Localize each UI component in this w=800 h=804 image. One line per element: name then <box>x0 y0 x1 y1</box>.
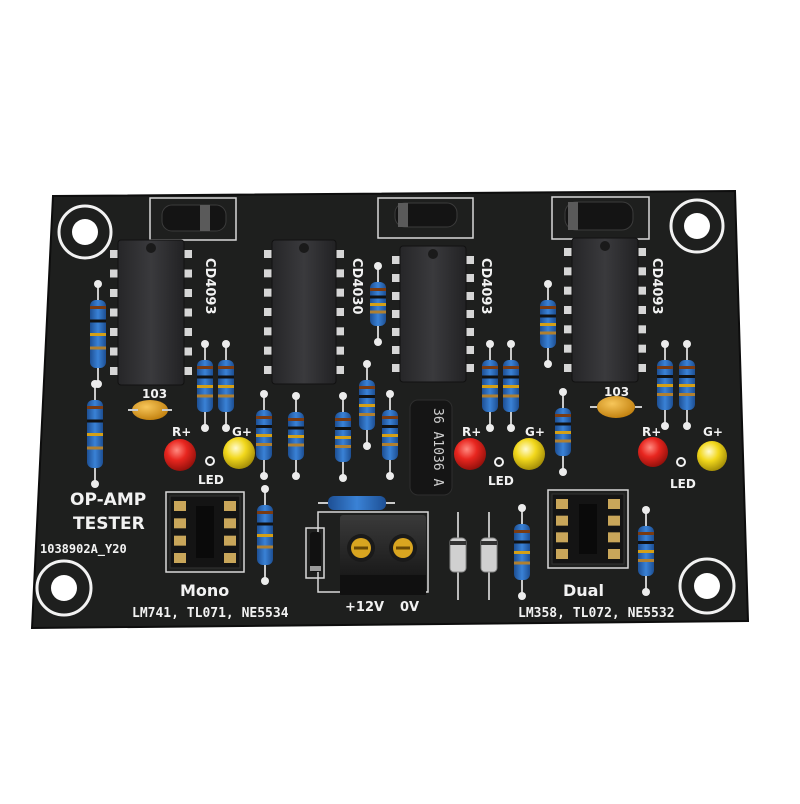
mounting-hole-bottom-left <box>35 559 93 617</box>
mounting-hole-top-left <box>57 204 113 260</box>
led-label-red: R+ <box>172 425 191 439</box>
cap-outline-1 <box>149 197 237 241</box>
resistor <box>197 340 213 432</box>
resistor <box>288 392 304 480</box>
diode <box>305 527 325 579</box>
diode <box>449 512 467 600</box>
yellow-led <box>697 441 727 471</box>
resistor <box>257 485 273 585</box>
resistor <box>657 340 673 430</box>
resistor <box>256 390 272 480</box>
resistor <box>87 380 103 488</box>
ceramic-capacitor <box>590 396 642 418</box>
board-serial: 1038902A_Y20 <box>40 542 127 557</box>
resistor <box>638 506 654 596</box>
power-label-positive: +12V <box>345 600 384 615</box>
capacitor-code: 103 <box>142 387 167 401</box>
chip-silk-label: CD4093 <box>649 258 664 315</box>
resistor <box>503 340 519 432</box>
led-label-red: R+ <box>462 425 481 439</box>
yellow-led <box>513 438 545 470</box>
electrolytic-capacitor <box>564 201 634 231</box>
ic-chip <box>264 239 344 385</box>
board-title-line1: OP-AMP <box>70 490 146 510</box>
led-label-green: G+ <box>232 425 252 439</box>
resistor <box>482 340 498 432</box>
ic-chip <box>564 237 646 383</box>
chip-silk-label: CD4093 <box>202 258 217 315</box>
dual-label: Dual <box>563 581 604 600</box>
mounting-hole-bottom-right <box>678 557 736 615</box>
led-label-red: R+ <box>642 425 661 439</box>
chip-silk-label: CD4093 <box>478 258 493 315</box>
led-label: LED <box>670 477 696 491</box>
red-led <box>638 437 668 467</box>
electrolytic-capacitor <box>161 204 227 232</box>
mounting-hole-top-right <box>669 198 725 254</box>
diode <box>480 512 498 600</box>
electrolytic-capacitor <box>394 202 458 228</box>
led-pad <box>676 457 686 467</box>
film-capacitor: 36 A1036 A <box>409 399 453 496</box>
led-pad <box>494 457 504 467</box>
yellow-led <box>223 437 255 469</box>
resistor <box>370 262 386 346</box>
resistor <box>679 340 695 430</box>
dual-parts: LM358, TL072, NE5532 <box>518 606 675 621</box>
ic-socket <box>547 489 629 569</box>
led-label: LED <box>198 473 224 487</box>
ceramic-capacitor <box>128 400 172 420</box>
mono-parts: LM741, TL071, NE5534 <box>132 606 289 621</box>
mono-label: Mono <box>180 581 229 600</box>
ic-socket <box>165 491 245 573</box>
resistor <box>359 360 375 450</box>
resistor <box>335 392 351 482</box>
ic-chip <box>392 245 474 383</box>
led-label-green: G+ <box>525 425 545 439</box>
svg-text:36 A1036 A: 36 A1036 A <box>430 408 445 486</box>
resistor <box>540 280 556 368</box>
led-pad <box>205 456 215 466</box>
resistor <box>318 496 395 510</box>
red-led <box>454 438 486 470</box>
board-title-line2: TESTER <box>73 514 145 534</box>
led-label-green: G+ <box>703 425 723 439</box>
chip-silk-label: CD4030 <box>349 258 364 315</box>
capacitor-code: 103 <box>604 385 629 399</box>
resistor <box>218 340 234 432</box>
red-led <box>164 439 196 471</box>
resistor <box>90 280 106 388</box>
cap-outline-2 <box>377 197 474 239</box>
ic-chip <box>110 239 192 386</box>
resistor <box>382 390 398 480</box>
power-label-ground: 0V <box>400 600 419 615</box>
resistor <box>555 388 571 476</box>
power-terminal-block <box>317 511 429 595</box>
led-label: LED <box>488 474 514 488</box>
resistor <box>514 504 530 600</box>
